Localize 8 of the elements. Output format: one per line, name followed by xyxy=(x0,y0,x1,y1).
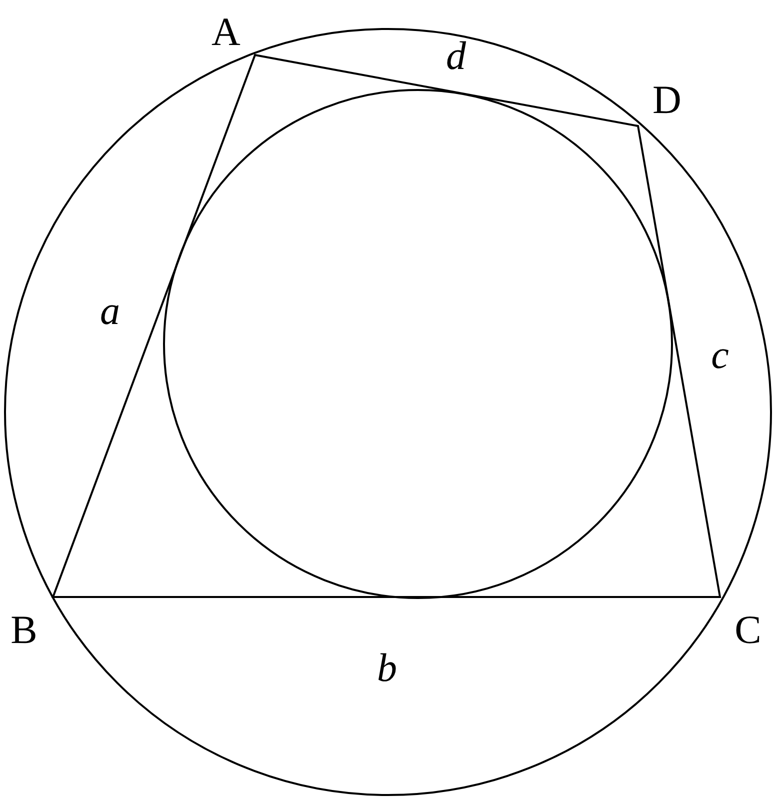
side-label: d xyxy=(446,36,466,76)
vertex-label: A xyxy=(212,12,240,52)
side-label: b xyxy=(377,648,397,688)
vertex-label: C xyxy=(734,610,762,650)
side-label: c xyxy=(711,335,729,375)
vertex-label: B xyxy=(10,610,38,650)
side-label: a xyxy=(100,291,120,331)
vertex-label: D xyxy=(652,80,682,120)
